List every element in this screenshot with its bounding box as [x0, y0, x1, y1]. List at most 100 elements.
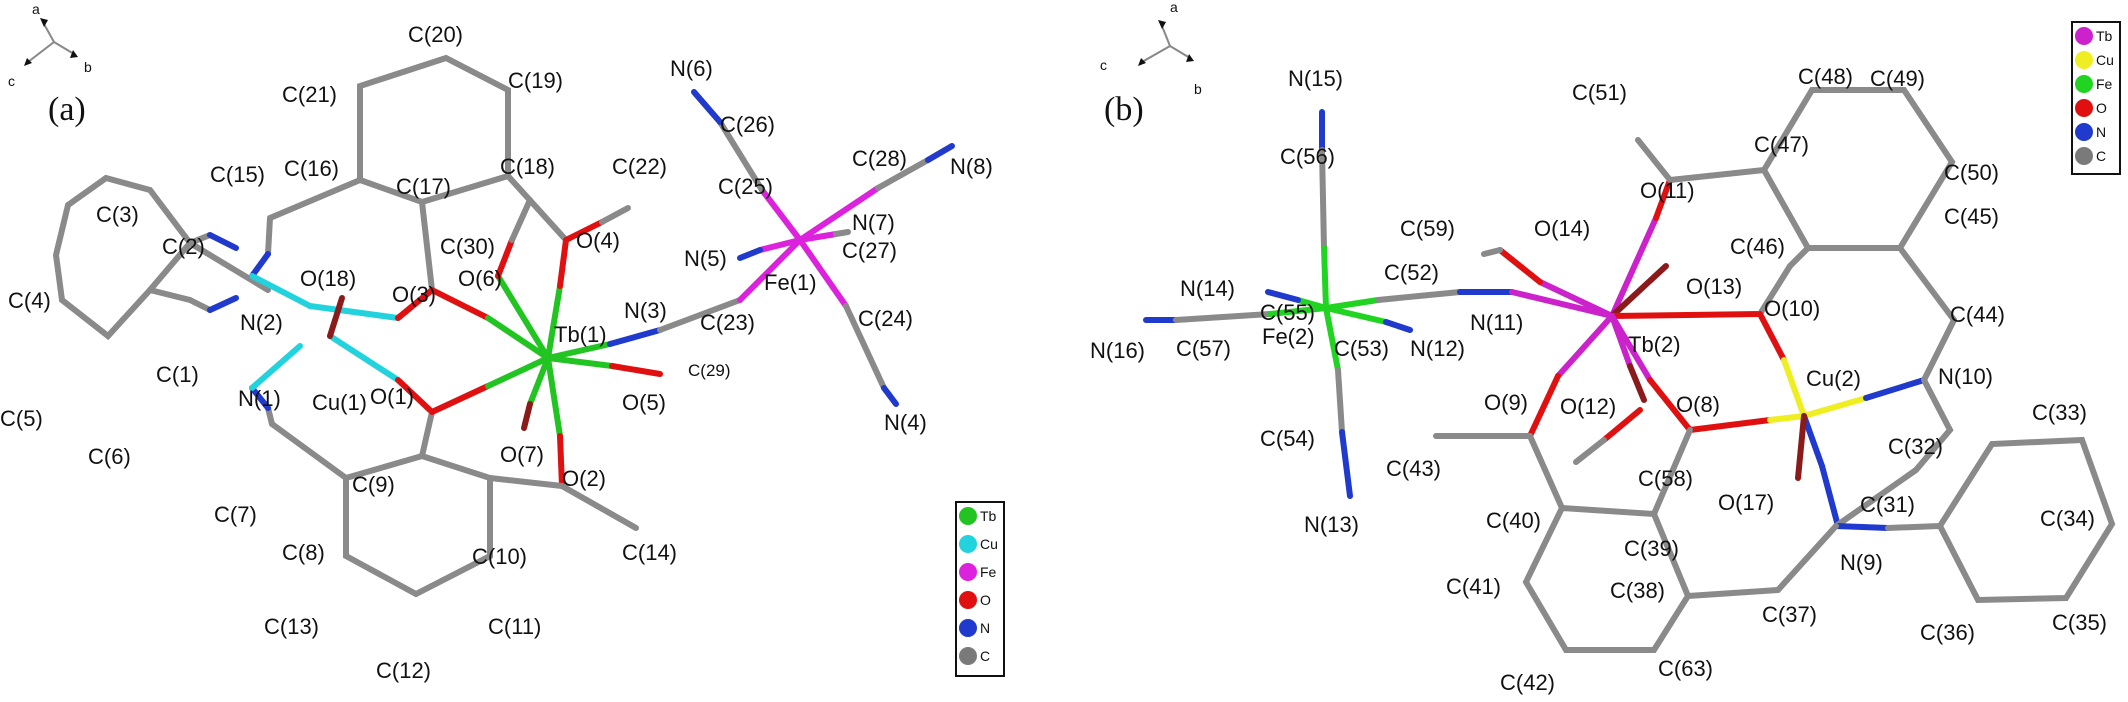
axis-a-label: a [32, 1, 40, 17]
atom-label: C(15) [210, 162, 265, 187]
legend-label: Fe [2096, 76, 2113, 92]
atom-label: C(58) [1638, 466, 1693, 491]
atom-label: O(1) [370, 384, 414, 409]
atom-label: C(27) [842, 238, 897, 263]
atom-label: C(19) [508, 68, 563, 93]
atom-label: C(21) [282, 82, 337, 107]
legend-label: O [2096, 100, 2107, 116]
orientation-axes-b: a b c [1100, 0, 1202, 97]
atom-label: N(9) [1840, 550, 1883, 575]
atom-label: C(54) [1260, 426, 1315, 451]
atom-label: Fe(2) [1262, 324, 1315, 349]
atom-label: O(10) [1764, 296, 1820, 321]
atom-label: O(13) [1686, 274, 1742, 299]
atom-label: C(41) [1446, 574, 1501, 599]
atom-label: C(37) [1762, 602, 1817, 627]
atom-label: C(1) [156, 362, 199, 387]
atom-label: C(49) [1870, 66, 1925, 91]
atom-label: C(45) [1944, 204, 1999, 229]
atom-label: C(33) [2032, 400, 2087, 425]
legend-swatch [959, 647, 977, 665]
atom-label: C(48) [1798, 64, 1853, 89]
atom-label: C(56) [1280, 144, 1335, 169]
atom-label: C(24) [858, 306, 913, 331]
legend-label: Tb [2096, 28, 2113, 44]
atom-label: C(6) [88, 444, 131, 469]
atom-label: C(43) [1386, 456, 1441, 481]
atom-label: C(11) [488, 614, 541, 639]
atom-label: C(7) [214, 502, 257, 527]
atom-label: N(15) [1288, 66, 1343, 91]
atom-label: N(4) [884, 410, 927, 435]
atom-label: O(12) [1560, 394, 1616, 419]
atom-label: C(59) [1400, 216, 1455, 241]
atom-label: C(12) [376, 658, 431, 683]
atom-label: N(5) [684, 246, 727, 271]
atom-label: C(40) [1486, 508, 1541, 533]
atom-label: N(14) [1180, 276, 1235, 301]
atom-label: C(57) [1176, 336, 1231, 361]
atom-label: N(16) [1090, 338, 1145, 363]
legend-swatch [2075, 123, 2093, 141]
atom-label: N(6) [670, 56, 713, 81]
atom-label: O(11) [1640, 178, 1695, 203]
atom-label: N(3) [624, 298, 667, 323]
atom-label: O(18) [300, 266, 356, 291]
atom-label: N(8) [950, 154, 993, 179]
atom-label: C(52) [1384, 260, 1439, 285]
bonds-b [1143, 87, 2116, 653]
atom-label: C(51) [1572, 80, 1627, 105]
atom-labels-a: C(1) C(2) C(3) C(4) C(5) C(6) C(7) C(8) … [0, 22, 993, 683]
legend-label: Fe [980, 564, 997, 580]
legend-swatch [2075, 27, 2093, 45]
atom-label: C(28) [852, 146, 907, 171]
atom-label: N(1) [238, 386, 281, 411]
atom-labels-b: C(31) C(32) C(33) C(34) C(35) C(36) C(37… [1090, 64, 2107, 695]
atom-label: C(22) [612, 154, 667, 179]
atom-label: C(31) [1860, 492, 1915, 517]
atom-label: C(14) [622, 540, 677, 565]
legend-swatch [2075, 75, 2093, 93]
atom-label: Fe(1) [764, 270, 817, 295]
atom-label: C(36) [1920, 620, 1975, 645]
legend-label: O [980, 592, 991, 608]
bonds-a [52, 54, 955, 598]
atom-label: O(2) [562, 466, 606, 491]
atom-label: C(2) [162, 234, 205, 259]
atom-label: C(5) [0, 406, 43, 431]
atom-label: C(8) [282, 540, 325, 565]
legend-swatch [2075, 51, 2093, 69]
axis-c-label: c [1100, 57, 1107, 73]
atom-label: O(5) [622, 390, 666, 415]
axis-b-label: b [1194, 81, 1202, 97]
axis-c-label: c [8, 73, 15, 89]
atom-label: O(4) [576, 228, 620, 253]
atom-label: C(42) [1500, 670, 1555, 695]
atom-label: O(8) [1676, 392, 1720, 417]
atom-label: C(44) [1950, 302, 2005, 327]
atom-label: O(6) [458, 266, 502, 291]
atom-label: C(23) [700, 310, 755, 335]
panel-a-label: (a) [48, 91, 86, 128]
legend-label: Cu [2096, 52, 2114, 68]
atom-label: N(7) [852, 210, 895, 235]
atom-label: C(13) [264, 614, 319, 639]
atom-label: C(38) [1610, 578, 1665, 603]
atom-label: O(17) [1718, 490, 1774, 515]
atom-label: Tb(1) [554, 322, 607, 347]
atom-label: C(46) [1730, 234, 1785, 259]
atom-label: C(4) [8, 288, 51, 313]
atom-label: C(32) [1888, 434, 1943, 459]
atom-label: N(12) [1410, 336, 1465, 361]
atom-label: C(39) [1624, 536, 1679, 561]
legend-swatch [959, 507, 977, 525]
atom-label: N(2) [240, 310, 283, 335]
axis-a-label: a [1170, 0, 1178, 15]
atom-label: C(35) [2052, 610, 2107, 635]
legend-label: N [980, 620, 990, 636]
atom-label: O(14) [1534, 216, 1590, 241]
atom-label: C(17) [396, 174, 451, 199]
